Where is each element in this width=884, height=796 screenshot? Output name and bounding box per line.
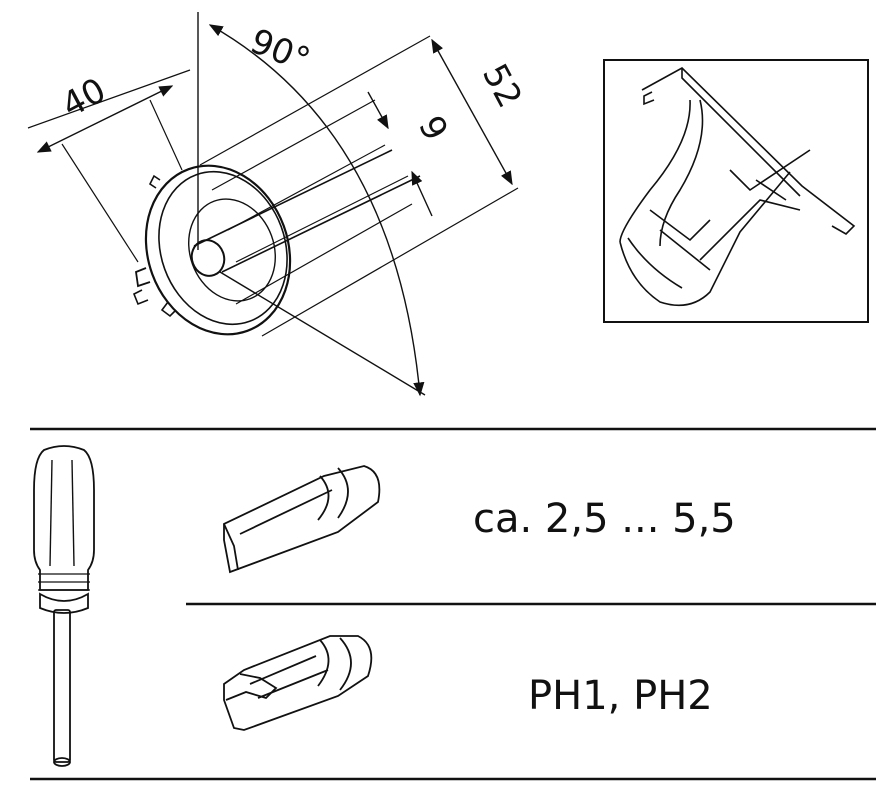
phillips-bit-icon [223,635,373,731]
mounting-part-drawing [27,12,519,397]
phillips-size-text: PH1, PH2 [528,673,713,719]
dimension-40-label: 40 [55,70,112,126]
dimension-52-label: 52 [474,57,530,114]
dimension-9-label: 9 [410,109,455,147]
screwdriver-icon [33,445,95,767]
slotted-bit-icon [223,465,381,574]
detail-view [603,59,869,323]
dimension-angle-label: 90° [245,21,316,81]
slotted-size-text: ca. 2,5 ... 5,5 [473,496,736,542]
